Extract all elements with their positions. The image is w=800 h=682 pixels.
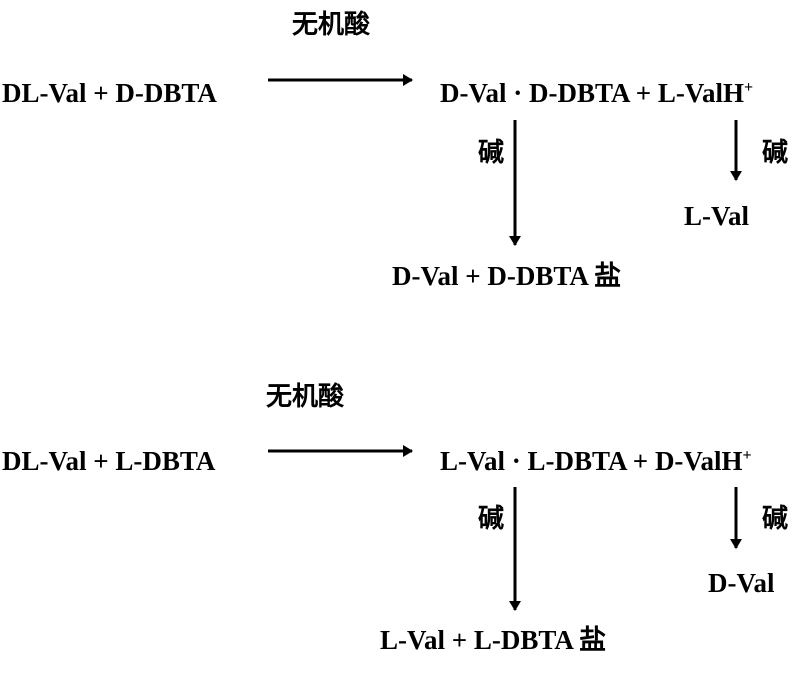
scheme-2-arrows	[268, 445, 742, 611]
right-result: L-Val	[684, 201, 750, 231]
ion-charge: +	[743, 79, 754, 96]
ion-charge: +	[742, 447, 752, 464]
catalyst-label: 无机酸	[266, 382, 345, 412]
left-result: L-Val + L-DBTA 盐	[380, 625, 607, 655]
right-base-label: 碱	[762, 504, 789, 534]
product-salt: D-Val · D-DBTA	[440, 78, 630, 108]
right-base-label: 碱	[762, 138, 789, 168]
reactants: DL-Val + D-DBTA	[2, 78, 217, 108]
plus-sign: +	[635, 78, 652, 108]
catalyst-label: 无机酸	[292, 10, 371, 40]
products: D-Val · D-DBTA + L-ValH+	[440, 80, 753, 107]
products: L-Val · L-DBTA + D-ValH+	[440, 448, 752, 475]
product-ion: L-ValH	[657, 78, 744, 108]
product-ion: D-ValH	[654, 446, 743, 476]
left-result: D-Val + D-DBTA 盐	[392, 261, 622, 291]
product-salt: L-Val · L-DBTA	[440, 446, 627, 476]
reactants: DL-Val + L-DBTA	[2, 446, 216, 476]
reaction-scheme-2: 无机酸 DL-Val + L-DBTA L-Val · L-DBTA + D-V…	[0, 372, 800, 682]
left-base-label: 碱	[478, 138, 505, 168]
plus-sign: +	[632, 446, 649, 476]
right-result: D-Val	[708, 568, 775, 598]
left-base-label: 碱	[478, 504, 505, 534]
scheme-1-arrows	[268, 74, 742, 246]
reaction-scheme-1: 无机酸 DL-Val + D-DBTA D-Val · D-DBTA + L-V…	[0, 0, 800, 310]
